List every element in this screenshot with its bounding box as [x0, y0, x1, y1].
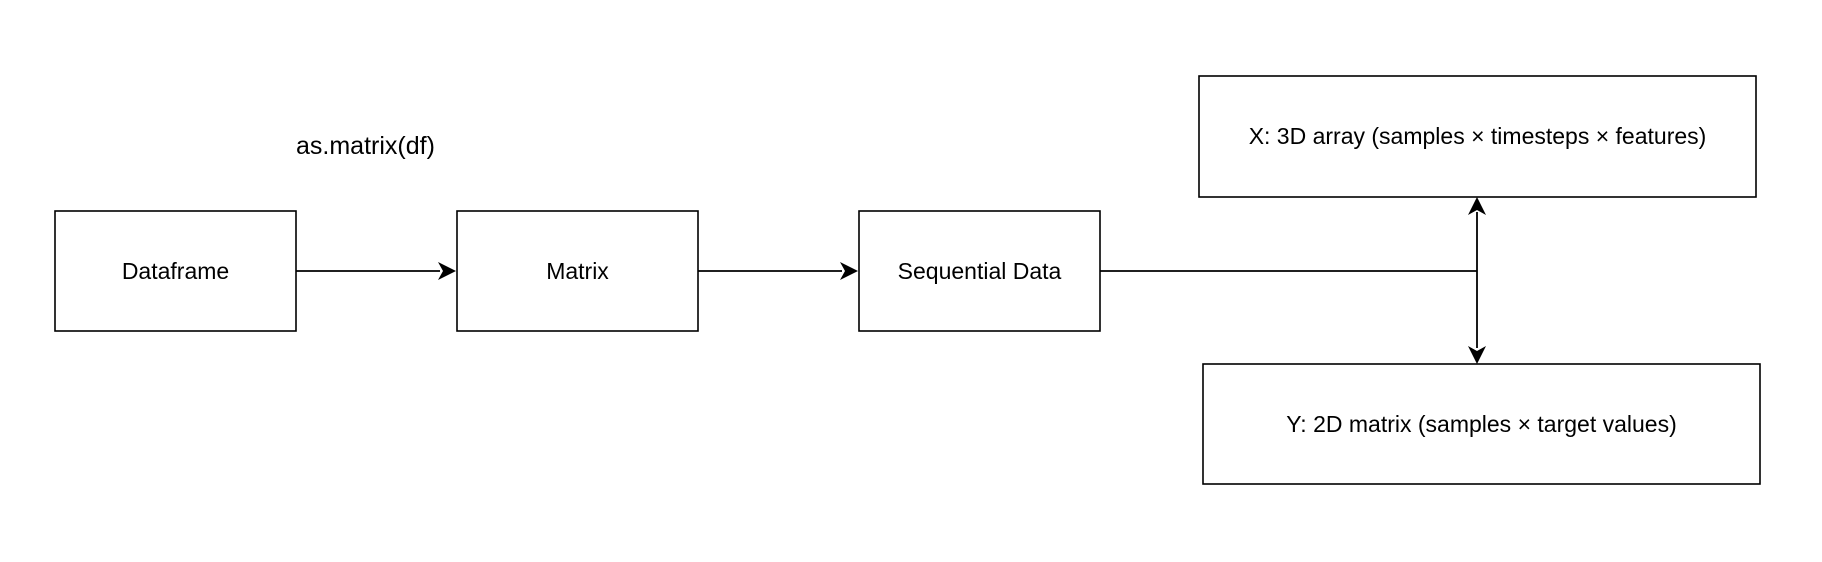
edge-label-as-matrix: as.matrix(df) [296, 132, 435, 160]
node-sequential-data: Sequential Data [858, 210, 1101, 332]
node-matrix: Matrix [456, 210, 699, 332]
node-dataframe-label: Dataframe [122, 258, 229, 284]
node-y-output-box [1202, 363, 1761, 485]
edges [296, 197, 1486, 364]
arrowhead-matrix [438, 262, 456, 280]
node-x-output: X: 3D array (samples × timesteps × featu… [1198, 75, 1757, 198]
node-sequential-data-box [858, 210, 1101, 332]
node-sequential-data-label: Sequential Data [898, 258, 1062, 284]
arrowhead-sequential [840, 262, 858, 280]
node-x-output-box [1198, 75, 1757, 198]
arrowhead-y [1468, 346, 1486, 364]
node-matrix-label: Matrix [546, 258, 609, 284]
node-y-output-label: Y: 2D matrix (samples × target values) [1286, 411, 1677, 437]
node-dataframe-box [54, 210, 297, 332]
node-x-output-label: X: 3D array (samples × timesteps × featu… [1249, 123, 1707, 149]
arrowhead-x [1468, 197, 1486, 215]
node-matrix-box [456, 210, 699, 332]
node-y-output: Y: 2D matrix (samples × target values) [1202, 363, 1761, 485]
node-dataframe: Dataframe [54, 210, 297, 332]
